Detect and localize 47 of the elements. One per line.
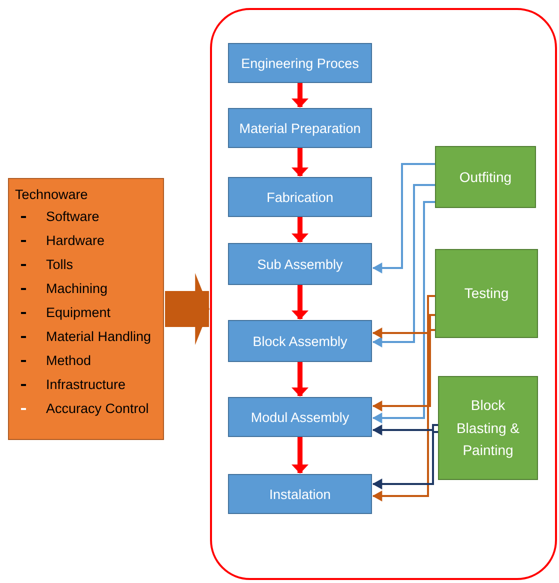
process-box [228,320,372,362]
box-label: Testing [464,284,509,304]
box-label: Block Assembly [252,334,348,348]
list-item: Method [46,353,92,368]
arrow [292,83,308,108]
box-label: Engineering Proces [241,56,359,70]
list-item: Machining [46,281,108,296]
process-box [228,177,372,217]
list-item: Software [46,209,100,224]
list-heading: Technoware [15,187,89,202]
technoware-box [8,178,164,440]
list-item: Equipment [46,305,111,320]
support-box [438,376,538,480]
process-box [228,108,372,148]
arrow [372,314,435,412]
arrow [372,424,438,436]
list-item: Hardware [46,233,105,248]
support-box [435,249,538,338]
arrow [292,217,308,243]
arrow [292,437,308,474]
arrow [372,184,435,348]
process-box [228,243,372,285]
arrow [372,431,438,490]
box-label: Modul Assembly [250,410,350,424]
list-item: Infrastructure [46,377,126,392]
arrow [292,362,308,397]
box-label: Fabrication [266,190,334,204]
process-box [228,474,372,514]
box-label: Material Preparation [239,120,361,136]
arrow [372,295,435,502]
process-box [228,43,372,83]
arrow [372,163,435,274]
arrow [292,148,308,177]
list-item: Material Handling [46,329,152,344]
list-item: Tolls [46,257,74,272]
support-box [435,146,536,208]
arrow [372,201,435,424]
arrow [372,328,435,338]
box-label: Sub Assembly [257,256,343,272]
box-label: Instalation [269,486,331,502]
process-box [228,397,372,437]
arrow [165,273,210,345]
list-item: Accuracy Control [46,401,149,416]
box-label: Outfiting [459,168,512,187]
box-outline [210,8,557,580]
arrow [292,285,308,320]
box-label: Block Blasting & Painting [455,396,521,460]
